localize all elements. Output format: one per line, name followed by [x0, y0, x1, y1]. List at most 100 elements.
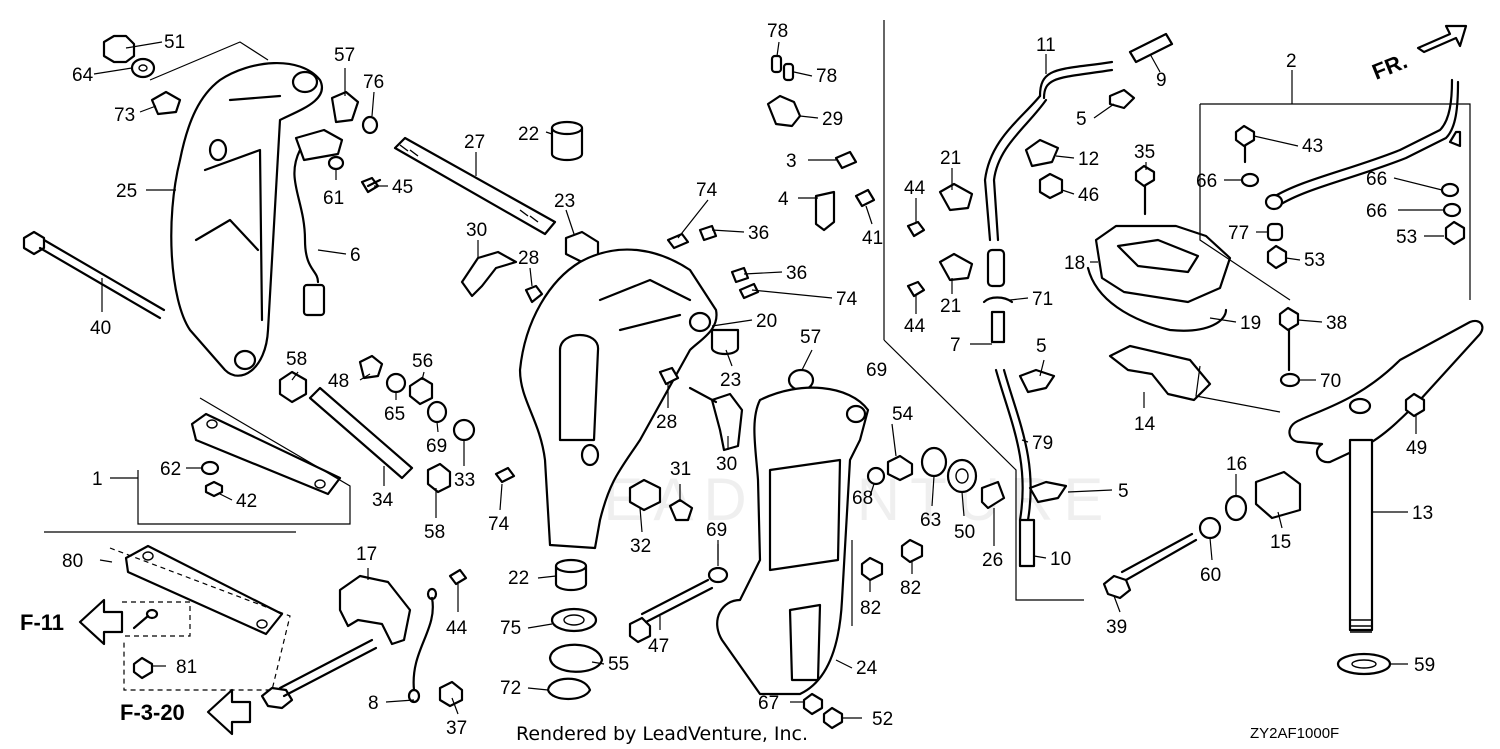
- callout-23a[interactable]: 23: [554, 191, 575, 212]
- ref-label-f320[interactable]: F-3-20: [120, 700, 185, 725]
- callout-78b[interactable]: 78: [816, 66, 837, 87]
- callout-44a[interactable]: 44: [446, 618, 468, 639]
- callout-62[interactable]: 62: [160, 459, 181, 480]
- callout-5a[interactable]: 5: [1076, 109, 1087, 130]
- callout-3[interactable]: 3: [786, 151, 797, 172]
- callout-78a[interactable]: 78: [767, 21, 788, 42]
- callout-81[interactable]: 81: [176, 657, 197, 678]
- callout-27[interactable]: 27: [464, 132, 485, 153]
- callout-48[interactable]: 48: [328, 371, 349, 392]
- callout-34[interactable]: 34: [372, 490, 394, 511]
- callout-64[interactable]: 64: [72, 65, 94, 86]
- callout-5c[interactable]: 5: [1118, 481, 1129, 502]
- callout-25[interactable]: 25: [116, 181, 137, 202]
- callout-68[interactable]: 68: [852, 488, 873, 509]
- callout-8[interactable]: 8: [368, 693, 379, 714]
- callout-43[interactable]: 43: [1302, 136, 1323, 157]
- ref-label-f11[interactable]: F-11: [20, 610, 64, 635]
- callout-70[interactable]: 70: [1320, 371, 1341, 392]
- callout-6[interactable]: 6: [350, 245, 361, 266]
- callout-17[interactable]: 17: [356, 544, 377, 565]
- callout-53a[interactable]: 53: [1304, 250, 1325, 271]
- callout-69b[interactable]: 69: [866, 360, 887, 381]
- callout-45[interactable]: 45: [392, 177, 413, 198]
- callout-24[interactable]: 24: [856, 658, 878, 679]
- callout-57[interactable]: 57: [334, 45, 355, 66]
- callout-9[interactable]: 9: [1156, 70, 1167, 91]
- callout-66a[interactable]: 66: [1196, 171, 1217, 192]
- callout-44c[interactable]: 44: [904, 316, 926, 337]
- callout-75[interactable]: 75: [500, 618, 521, 639]
- callout-72[interactable]: 72: [500, 678, 521, 699]
- callout-16[interactable]: 16: [1226, 454, 1247, 475]
- callout-23b[interactable]: 23: [720, 370, 741, 391]
- callout-22[interactable]: 22: [518, 124, 539, 145]
- callout-20[interactable]: 20: [756, 311, 777, 332]
- callout-66b[interactable]: 66: [1366, 169, 1387, 190]
- callout-31[interactable]: 31: [670, 459, 691, 480]
- callout-42[interactable]: 42: [236, 491, 257, 512]
- callout-10[interactable]: 10: [1050, 549, 1071, 570]
- callout-35[interactable]: 35: [1134, 142, 1155, 163]
- callout-4[interactable]: 4: [778, 189, 789, 210]
- callout-56[interactable]: 56: [412, 351, 433, 372]
- callout-38[interactable]: 38: [1326, 313, 1347, 334]
- callout-5b[interactable]: 5: [1036, 336, 1047, 357]
- callout-76[interactable]: 76: [363, 72, 384, 93]
- callout-60[interactable]: 60: [1200, 565, 1221, 586]
- callout-74b[interactable]: 74: [836, 289, 858, 310]
- callout-18[interactable]: 18: [1064, 253, 1085, 274]
- callout-37[interactable]: 37: [446, 718, 467, 739]
- callout-21b[interactable]: 21: [940, 296, 961, 317]
- callout-57b[interactable]: 57: [800, 327, 821, 348]
- callout-82a[interactable]: 82: [860, 598, 881, 619]
- callout-53b[interactable]: 53: [1396, 227, 1417, 248]
- callout-39[interactable]: 39: [1106, 617, 1127, 638]
- callout-26[interactable]: 26: [982, 550, 1003, 571]
- callout-12[interactable]: 12: [1078, 149, 1099, 170]
- callout-69a[interactable]: 69: [426, 436, 447, 457]
- callout-11[interactable]: 11: [1036, 35, 1056, 56]
- callout-32[interactable]: 32: [630, 536, 651, 557]
- callout-13[interactable]: 13: [1412, 503, 1433, 524]
- callout-7[interactable]: 7: [950, 335, 961, 356]
- callout-21a[interactable]: 21: [940, 148, 961, 169]
- callout-19[interactable]: 19: [1240, 313, 1261, 334]
- callout-14[interactable]: 14: [1134, 414, 1156, 435]
- callout-51[interactable]: 51: [164, 32, 185, 53]
- callout-49[interactable]: 49: [1406, 438, 1427, 459]
- ref-arrow-f11[interactable]: [78, 598, 124, 646]
- callout-46[interactable]: 46: [1078, 185, 1099, 206]
- callout-33[interactable]: 33: [454, 470, 475, 491]
- callout-2[interactable]: 2: [1286, 51, 1297, 72]
- callout-41[interactable]: 41: [862, 228, 883, 249]
- callout-55[interactable]: 55: [608, 654, 629, 675]
- callout-71[interactable]: 71: [1032, 289, 1053, 310]
- callout-36b[interactable]: 36: [786, 263, 807, 284]
- callout-79[interactable]: 79: [1032, 433, 1053, 454]
- callout-29[interactable]: 29: [822, 109, 843, 130]
- callout-74c[interactable]: 74: [488, 514, 510, 535]
- callout-28a[interactable]: 28: [518, 248, 539, 269]
- callout-82b[interactable]: 82: [900, 578, 921, 599]
- callout-58b[interactable]: 58: [424, 522, 445, 543]
- callout-15[interactable]: 15: [1270, 532, 1291, 553]
- callout-74a[interactable]: 74: [696, 180, 718, 201]
- callout-54[interactable]: 54: [892, 404, 914, 425]
- callout-30b[interactable]: 30: [716, 454, 737, 475]
- callout-65[interactable]: 65: [384, 404, 405, 425]
- callout-66c[interactable]: 66: [1366, 201, 1387, 222]
- callout-40[interactable]: 40: [90, 318, 111, 339]
- ref-arrow-f320[interactable]: [206, 688, 252, 736]
- callout-67[interactable]: 67: [758, 693, 779, 714]
- callout-1[interactable]: 1: [92, 469, 103, 490]
- callout-80[interactable]: 80: [62, 551, 83, 572]
- callout-69c[interactable]: 69: [706, 520, 727, 541]
- callout-44b[interactable]: 44: [904, 178, 926, 199]
- callout-61[interactable]: 61: [323, 188, 344, 209]
- callout-47[interactable]: 47: [648, 636, 669, 657]
- callout-59[interactable]: 59: [1414, 655, 1435, 676]
- callout-50[interactable]: 50: [954, 522, 975, 543]
- callout-73[interactable]: 73: [114, 105, 135, 126]
- callout-58a[interactable]: 58: [286, 349, 307, 370]
